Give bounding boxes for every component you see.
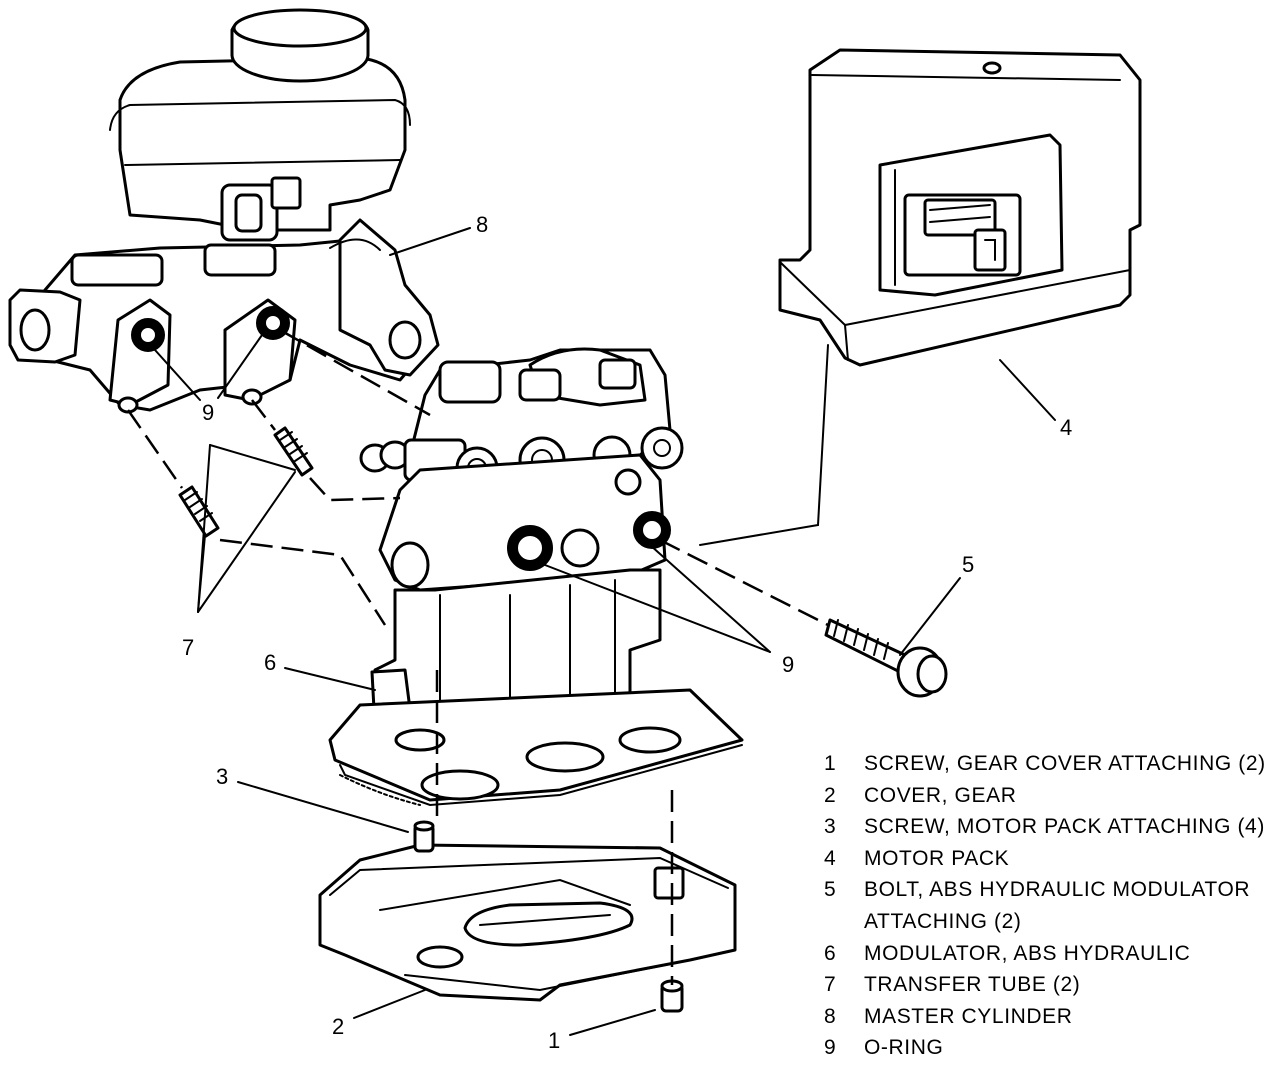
master-cylinder [8,8,440,414]
callout-7: 7 [182,635,194,660]
callout-4: 4 [1060,415,1072,440]
legend-number: 4 [824,846,837,870]
callout-6: 6 [264,650,276,675]
legend-item-6: 6 MODULATOR, ABS HYDRAULIC [824,938,1266,970]
parts-legend: 1 SCREW, GEAR COVER ATTACHING (2) 2 COVE… [824,748,1266,1064]
legend-text: BOLT, ABS HYDRAULIC MODULATOR [864,878,1251,902]
legend-item-9: 9 O-RING [824,1032,1266,1064]
callout-9-upper: 9 [202,400,214,425]
legend-item-7: 7 TRANSFER TUBE (2) [824,969,1266,1001]
callout-3: 3 [216,764,228,789]
transfer-tube-upper [273,426,314,477]
legend-number: 7 [824,973,837,997]
abs-hydraulic-modulator [328,347,744,807]
legend-text: MASTER CYLINDER [864,1004,1073,1028]
legend-text: COVER, GEAR [864,783,1017,807]
legend-number: 5 [824,878,837,902]
legend-number: 8 [824,1004,837,1028]
callout-2: 2 [332,1014,344,1039]
screw-motor-pack [413,820,435,853]
callout-8: 8 [476,212,488,237]
motor-pack [778,48,1142,367]
legend-item-1: 1 SCREW, GEAR COVER ATTACHING (2) [824,748,1266,780]
legend-item-3: 3 SCREW, MOTOR PACK ATTACHING (4) [824,811,1266,843]
leader-lines [154,227,1056,1036]
legend-item-2: 2 COVER, GEAR [824,780,1266,812]
legend-text: MOTOR PACK [864,846,1010,870]
legend-item-5-continuation: ATTACHING (2) [864,909,1022,933]
callout-1: 1 [548,1028,560,1053]
bolt-abs-modulator [824,618,948,698]
alignment-lines [126,328,829,985]
callout-5: 5 [962,552,974,577]
legend-number: 9 [824,1036,837,1060]
screw-gear-cover [660,979,684,1013]
legend-text: TRANSFER TUBE (2) [864,973,1081,997]
legend-item-5: 5 BOLT, ABS HYDRAULIC MODULATOR [824,874,1266,906]
gear-cover [318,843,737,1002]
legend-number: 2 [824,783,837,807]
callout-9-lower: 9 [782,652,794,677]
legend-text: SCREW, GEAR COVER ATTACHING (2) [864,752,1266,775]
legend-item-4: 4 MOTOR PACK [824,843,1266,875]
legend-number: 3 [824,815,837,839]
legend-text: SCREW, MOTOR PACK ATTACHING (4) [864,815,1265,839]
legend-text: O-RING [864,1036,944,1060]
legend-number: 1 [824,752,837,775]
transfer-tube-lower [178,485,220,538]
legend-item-8: 8 MASTER CYLINDER [824,1001,1266,1033]
legend-text: MODULATOR, ABS HYDRAULIC [864,941,1191,965]
legend-number: 6 [824,941,837,965]
